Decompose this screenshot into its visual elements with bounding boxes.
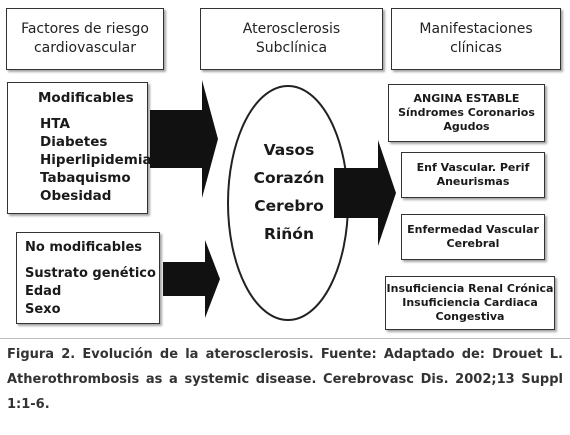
modifiable-box: Modificables HTA Diabetes Hiperlipidemia… — [7, 82, 152, 214]
manifestation-box: ANGINA ESTABLE Síndromes Coronarios Agud… — [388, 84, 545, 142]
non-modifiable-box: No modificables Sustrato genético Edad S… — [16, 232, 160, 324]
list-item: Sustrato genético — [25, 266, 156, 281]
organ-label: Vasos — [263, 141, 315, 159]
caption-divider — [0, 338, 570, 339]
subclinical-header-text: Aterosclerosis Subclínica — [242, 21, 341, 56]
organ-label: Riñón — [264, 225, 314, 243]
list-item: Sexo — [25, 302, 61, 317]
arrow-right-icon — [163, 240, 220, 318]
arrow-right-icon — [334, 140, 396, 246]
manifestations-header-text: Manifestaciones clínicas — [419, 21, 533, 56]
manifestation-box: Enf Vascular. Perif Aneurismas — [401, 152, 545, 198]
non-modifiable-list: Sustrato genético Edad Sexo — [25, 265, 156, 319]
list-item: Edad — [25, 284, 62, 299]
organ-label: Cerebro — [254, 197, 324, 215]
modifiable-title: Modificables — [38, 90, 134, 106]
arrow-right-icon — [150, 80, 218, 198]
organs-list: Vasos Corazón Cerebro Riñón — [234, 136, 344, 248]
risk-factors-header: Factores de riesgo cardiovascular — [6, 8, 164, 70]
list-item: HTA — [40, 116, 70, 132]
list-item: Diabetes — [40, 134, 108, 150]
manifestation-box: Insuficiencia Renal Crónica Insuficienci… — [385, 276, 555, 330]
figure-caption: Figura 2. Evolución de la aterosclerosis… — [7, 347, 563, 412]
manifestation-text: Enf Vascular. Perif Aneurismas — [416, 161, 530, 188]
manifestation-text: ANGINA ESTABLE Síndromes Coronarios Agud… — [398, 92, 535, 133]
organ-label: Corazón — [253, 169, 325, 187]
subclinical-header: Aterosclerosis Subclínica — [200, 8, 383, 70]
modifiable-list: HTA Diabetes Hiperlipidemia Tabaquismo O… — [40, 115, 152, 205]
manifestation-text: Insuficiencia Renal Crónica Insuficienci… — [386, 282, 554, 323]
list-item: Tabaquismo — [40, 170, 131, 186]
risk-factors-header-text: Factores de riesgo cardiovascular — [21, 21, 149, 56]
non-modifiable-title: No modificables — [25, 240, 143, 255]
manifestations-header: Manifestaciones clínicas — [391, 8, 561, 70]
list-item: Obesidad — [40, 188, 112, 204]
manifestation-text: Enfermedad Vascular Cerebral — [407, 223, 539, 250]
list-item: Hiperlipidemia — [40, 152, 152, 168]
manifestation-box: Enfermedad Vascular Cerebral — [401, 214, 545, 260]
